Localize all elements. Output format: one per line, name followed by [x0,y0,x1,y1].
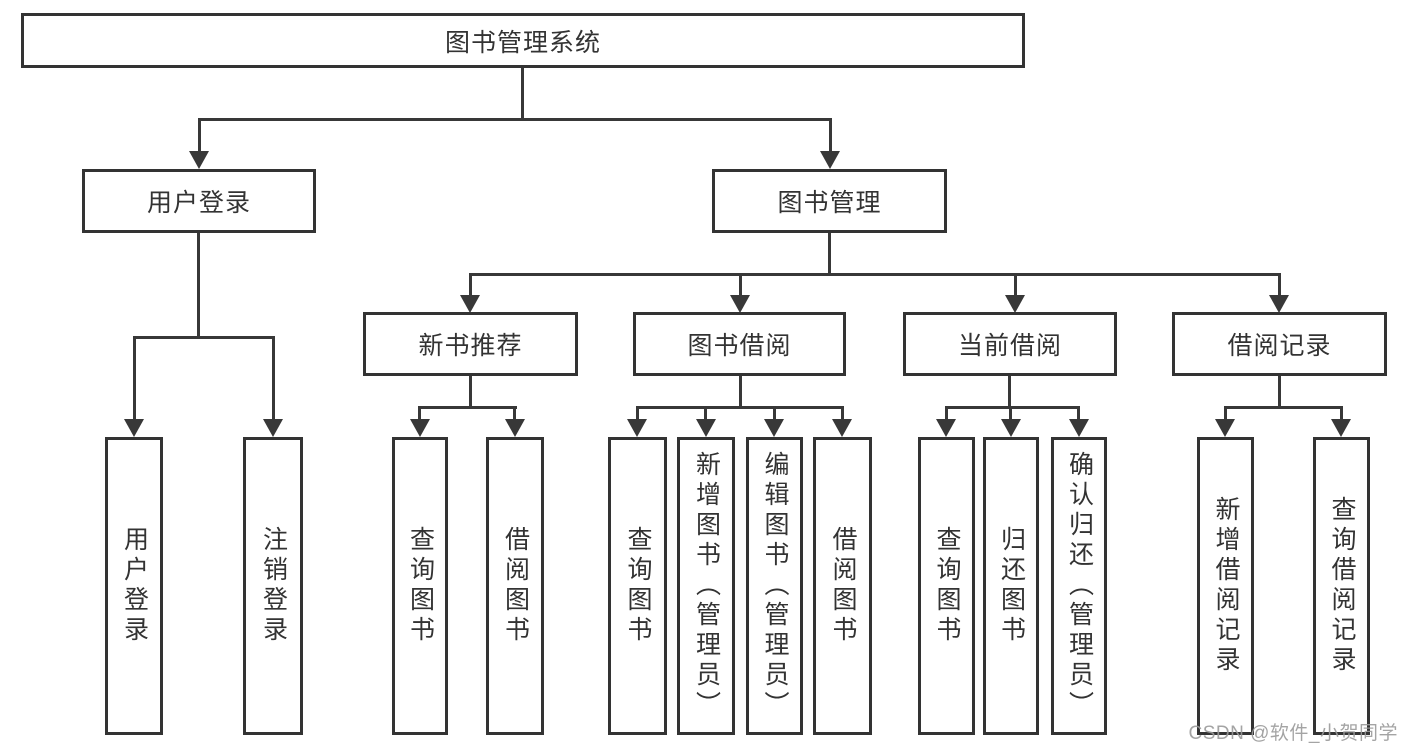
connector-drop [1224,406,1227,422]
arrow-down-icon [410,419,430,437]
connector-stem [1008,376,1011,408]
arrow-down-icon [124,419,144,437]
node-book-management: 图书管理 [712,169,947,233]
node-borrowing-records: 借阅记录 [1172,312,1387,376]
connector-drop [513,406,516,422]
node-user-login: 用户登录 [82,169,316,233]
leaf-bb-borrow-books: 借阅图书 [813,437,872,735]
connector-bar [133,336,275,339]
node-system-root: 图书管理系统 [21,13,1025,68]
connector-drop [773,406,776,422]
node-new-book-recommend: 新书推荐 [363,312,578,376]
connector-drop [418,406,421,422]
arrow-down-icon [1005,295,1025,313]
leaf-br-add-borrow-record: 新增借阅记录 [1197,437,1254,735]
leaf-cb-confirm-return-admin: 确认归还（管理员） [1051,437,1107,735]
arrow-down-icon [263,419,283,437]
leaf-bb-query-books: 查询图书 [608,437,667,735]
connector-bar [636,406,843,409]
connector-drop [704,406,707,422]
connector-drop [469,273,472,299]
connector-drop [945,406,948,422]
arrow-down-icon [1001,419,1021,437]
leaf-bb-edit-books-admin: 编辑图书（管理员） [746,437,803,735]
leaf-cb-query-books: 查询图书 [918,437,975,735]
arrow-down-icon [696,419,716,437]
node-current-borrowing: 当前借阅 [903,312,1117,376]
arrow-down-icon [460,295,480,313]
arrow-down-icon [936,419,956,437]
leaf-nb-query-books: 查询图书 [392,437,448,735]
arrow-down-icon [1069,419,1089,437]
connector-stem [739,376,742,408]
connector-stem [197,233,200,338]
connector-bar [418,406,517,409]
connector-drop [1340,406,1343,422]
leaf-bb-add-books-admin: 新增图书（管理员） [677,437,735,735]
leaf-logout: 注销登录 [243,437,303,735]
arrow-down-icon [189,151,209,169]
arrow-down-icon [1215,419,1235,437]
leaf-nb-borrow-books: 借阅图书 [486,437,544,735]
connector-drop [198,118,201,154]
arrow-down-icon [832,419,852,437]
watermark: CSDN @软件_小贺同学 [1188,723,1398,744]
arrow-down-icon [764,419,784,437]
connector-drop [636,406,639,422]
connector-stem [1278,376,1281,408]
connector-drop [739,273,742,299]
connector-drop [1009,406,1012,422]
arrow-down-icon [820,151,840,169]
connector-stem [469,376,472,408]
leaf-user-login: 用户登录 [105,437,163,735]
connector-bar [198,118,832,121]
connector-bar [1224,406,1342,409]
connector-drop [1014,273,1017,299]
arrow-down-icon [627,419,647,437]
node-book-borrowing: 图书借阅 [633,312,846,376]
connector-drop [829,118,832,154]
leaf-cb-return-books: 归还图书 [983,437,1039,735]
connector-bar [469,273,1281,276]
arrow-down-icon [730,295,750,313]
connector-drop [272,336,275,422]
connector-drop [133,336,136,422]
arrow-down-icon [1331,419,1351,437]
connector-stem [521,68,524,120]
leaf-br-query-borrow-record: 查询借阅记录 [1313,437,1370,735]
connector-drop [1278,273,1281,299]
arrow-down-icon [1269,295,1289,313]
connector-drop [841,406,844,422]
connector-stem [828,233,831,275]
connector-drop [1077,406,1080,422]
connector-bar [945,406,1080,409]
arrow-down-icon [505,419,525,437]
